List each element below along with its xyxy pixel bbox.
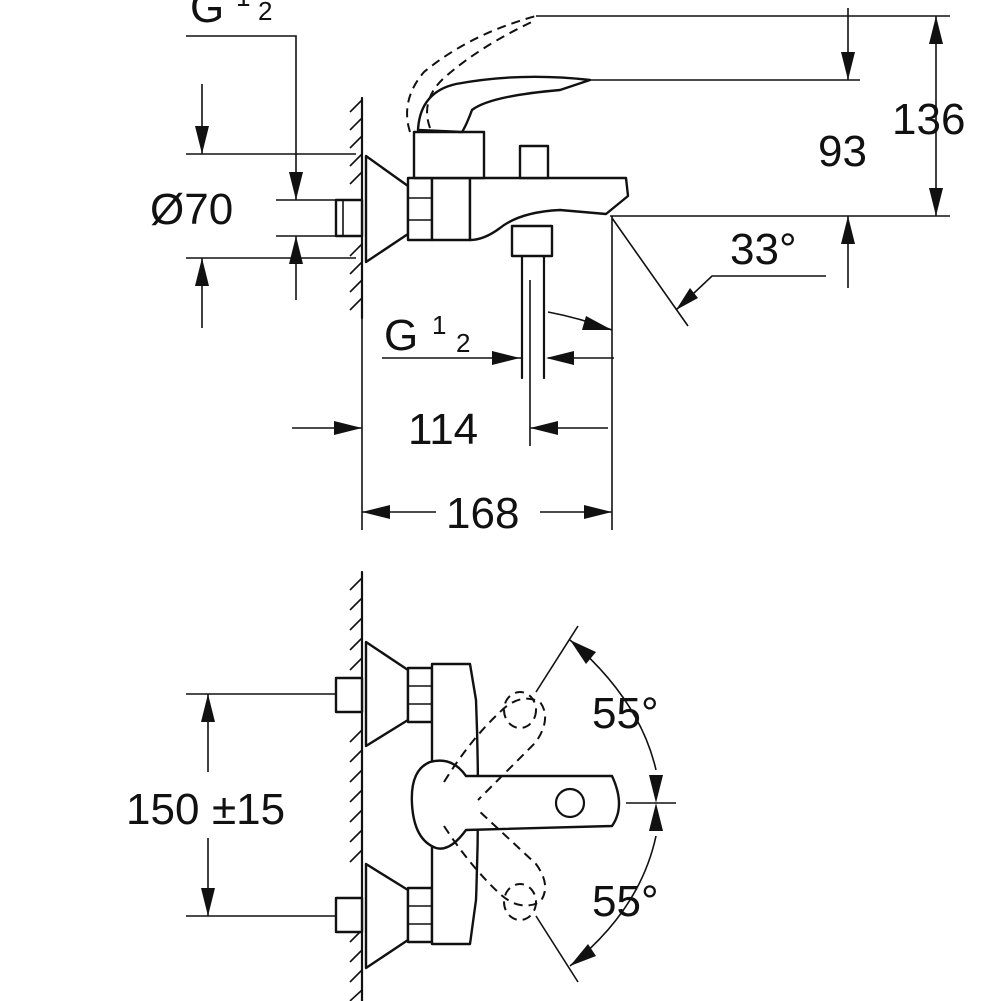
angle-up-label: 55° [592, 689, 659, 738]
dim-114-label: 114 [408, 405, 478, 454]
thread-bottom-den: 2 [456, 328, 470, 358]
wall-hatching-bottom [349, 577, 363, 1001]
angle-33-leader [675, 275, 826, 311]
lever-rotated-down [443, 809, 547, 907]
nut-upper [406, 666, 434, 724]
thread-top-num: 1 [236, 0, 250, 12]
tolerance-label: ±15 [212, 785, 285, 834]
rosette-lower [364, 862, 410, 970]
angle-down-label: 55° [592, 877, 659, 926]
rosette-upper [364, 640, 410, 748]
front-elevation: 150 ±15 55° 55° [126, 570, 676, 1001]
lever-rotated-up-cap [503, 691, 537, 729]
nut-lower [406, 886, 434, 944]
mixer-body [430, 176, 472, 242]
wall-pipe-stub [334, 198, 364, 238]
dim-136-label: 136 [892, 95, 965, 144]
lever-front [410, 759, 621, 850]
lever-raised-outline [406, 15, 537, 133]
dim-93-label: 93 [818, 127, 867, 176]
thread-top-leader [186, 35, 297, 200]
angle-33-ref [611, 217, 689, 327]
lever-rotated-down-cap [503, 883, 537, 921]
lever-handle [416, 75, 592, 134]
lever-raised-outline-2 [426, 19, 537, 129]
pipe-stub-lower [334, 896, 364, 934]
lever-rotated-up [443, 697, 547, 801]
lever-cap [554, 787, 586, 819]
side-elevation: G 1 2 Ø70 136 93 33° G 1 2 114 168 [150, 0, 965, 538]
thread-bottom-num: 1 [432, 310, 446, 340]
spout [468, 176, 630, 242]
angle-33-label: 33° [730, 225, 797, 274]
thread-top-den: 2 [258, 0, 272, 26]
pipe-stub-upper [334, 676, 364, 714]
thread-top-label: G [190, 0, 224, 32]
thread-bottom-label: G [384, 311, 418, 360]
angle-up-ray [535, 625, 579, 693]
wall-hatching-top [349, 99, 363, 311]
dim-168-label: 168 [446, 489, 519, 538]
escutcheon-rosette [364, 154, 410, 264]
spacing-label: 150 [126, 785, 199, 834]
diverter-knob [518, 144, 550, 180]
hex-nut [406, 176, 434, 242]
shower-outlet [510, 224, 554, 258]
angle-down-ray [535, 915, 579, 983]
cartridge-housing [412, 130, 486, 180]
diameter-label: Ø70 [150, 185, 233, 234]
